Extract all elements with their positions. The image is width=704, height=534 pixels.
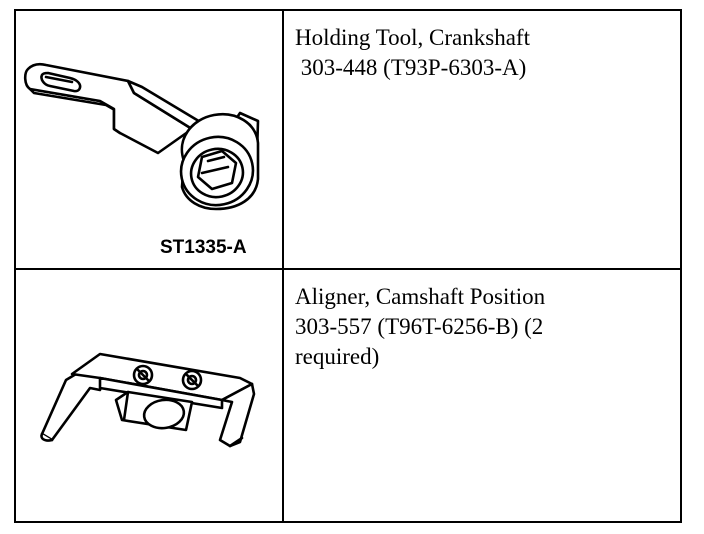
tool-image-cell <box>16 270 284 521</box>
tool-description: Aligner, Camshaft Position 303-557 (T96T-… <box>295 282 545 372</box>
table-row: ST1335-A Holding Tool, Crankshaft 303-44… <box>16 11 680 270</box>
illustration-code-label: ST1335-A <box>160 237 247 258</box>
tool-image-cell: ST1335-A <box>16 11 284 268</box>
tool-description-cell: Holding Tool, Crankshaft 303-448 (T93P-6… <box>284 11 680 268</box>
camshaft-aligner-icon <box>40 352 256 448</box>
tool-number: 303-557 (T96T-6256-B) (2 <box>295 314 544 339</box>
tool-name: Holding Tool, Crankshaft <box>295 25 530 50</box>
special-tools-table: ST1335-A Holding Tool, Crankshaft 303-44… <box>14 9 682 523</box>
tool-description: Holding Tool, Crankshaft 303-448 (T93P-6… <box>295 23 530 83</box>
crankshaft-holding-tool-icon <box>23 62 260 211</box>
tool-number: 303-448 (T93P-6303-A) <box>295 55 527 80</box>
tool-name: Aligner, Camshaft Position <box>295 284 546 309</box>
tool-description-cell: Aligner, Camshaft Position 303-557 (T96T-… <box>284 270 680 521</box>
tool-note: required) <box>295 344 380 369</box>
table-row: Aligner, Camshaft Position 303-557 (T96T-… <box>16 270 680 521</box>
